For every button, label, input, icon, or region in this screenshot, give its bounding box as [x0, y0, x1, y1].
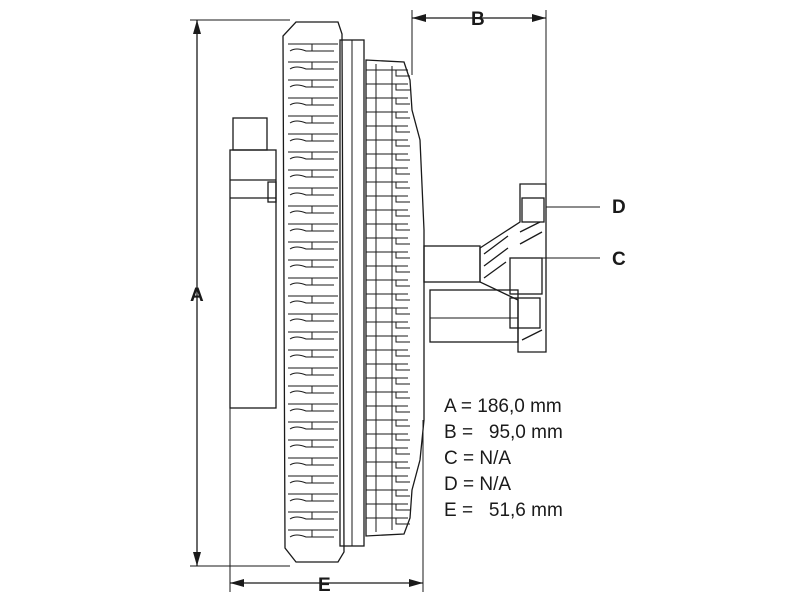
clutch-rib-line — [366, 419, 410, 427]
clutch-rib-line — [366, 293, 410, 301]
fin-line — [288, 385, 338, 394]
fin-line — [288, 529, 338, 538]
spec-d: D = N/A — [444, 474, 512, 495]
clutch-rib-line — [366, 307, 410, 315]
clutch-rib-line — [366, 83, 410, 91]
fin-line — [288, 79, 338, 88]
fin-line — [288, 349, 338, 358]
clutch-rib-line — [366, 97, 410, 105]
fin-line — [288, 493, 338, 502]
spec-a: A = 186,0 mm — [444, 396, 562, 417]
clutch-rib-line — [366, 69, 410, 77]
fin-line — [288, 313, 338, 322]
fin-line — [288, 187, 338, 196]
fin-line — [288, 133, 338, 142]
clutch-rib-line — [366, 111, 410, 119]
clutch-rib-line — [366, 265, 410, 273]
clutch-rib-line — [366, 251, 410, 259]
clutch-rib-line — [366, 195, 410, 203]
fin-line — [288, 403, 338, 412]
label-b: B — [471, 9, 485, 30]
clutch-rib-line — [366, 517, 410, 525]
fin-line — [288, 241, 338, 250]
clutch-rib-line — [366, 209, 410, 217]
fin-line — [288, 331, 338, 340]
clutch-rib-line — [366, 125, 410, 133]
clutch-rib-line — [366, 391, 410, 399]
dimension-spec-list: A = 186,0 mm B = 95,0 mm C = N/A D = N/A… — [444, 394, 563, 524]
fin-line — [288, 223, 338, 232]
clutch-rib-line — [366, 237, 410, 245]
label-e: E — [318, 575, 331, 596]
clutch-rib-line — [366, 489, 410, 497]
clutch-rib-line — [366, 461, 410, 469]
label-a: A — [190, 285, 204, 306]
clutch-rib-line — [366, 153, 410, 161]
fin-line — [288, 295, 338, 304]
spec-e: E = 51,6 mm — [444, 500, 563, 521]
clutch-rib-line — [366, 363, 410, 371]
clutch-rib-line — [366, 139, 410, 147]
spec-c: C = N/A — [444, 448, 512, 469]
clutch-ribs — [366, 69, 410, 525]
clutch-body — [365, 59, 425, 537]
clutch-rib-line — [366, 447, 410, 455]
label-d: D — [612, 197, 626, 218]
fin-line — [288, 475, 338, 484]
clutch-rib-line — [366, 335, 410, 343]
fin-line — [288, 97, 338, 106]
clutch-rib-line — [366, 349, 410, 357]
fin-line — [288, 367, 338, 376]
fin-line — [288, 151, 338, 160]
fin-line — [288, 205, 338, 214]
clutch-rib-line — [366, 181, 410, 189]
fin-line — [288, 511, 338, 520]
clutch-rib-line — [366, 223, 410, 231]
fin-line — [288, 169, 338, 178]
fin-line — [288, 115, 338, 124]
fin-line — [288, 259, 338, 268]
fin-line — [288, 61, 338, 70]
clutch-rib-line — [366, 167, 410, 175]
fan-ring — [282, 21, 365, 563]
fin-line — [288, 457, 338, 466]
clutch-rib-line — [366, 377, 410, 385]
fin-line — [288, 277, 338, 286]
clutch-rib-line — [366, 475, 410, 483]
clutch-rib-line — [366, 279, 410, 287]
fin-line — [288, 439, 338, 448]
clutch-rib-line — [366, 321, 410, 329]
spec-b: B = 95,0 mm — [444, 422, 563, 443]
label-c: C — [612, 249, 626, 270]
dimension-b — [411, 10, 547, 185]
clutch-rib-line — [366, 503, 410, 511]
clutch-rib-line — [366, 433, 410, 441]
dimension-e — [229, 400, 424, 592]
dimension-a — [190, 19, 290, 567]
shaft-flange — [423, 183, 547, 353]
fin-line — [288, 43, 338, 52]
fin-line — [288, 421, 338, 430]
fan-fins — [288, 43, 338, 538]
rear-hub — [229, 117, 277, 409]
clutch-rib-line — [366, 405, 410, 413]
